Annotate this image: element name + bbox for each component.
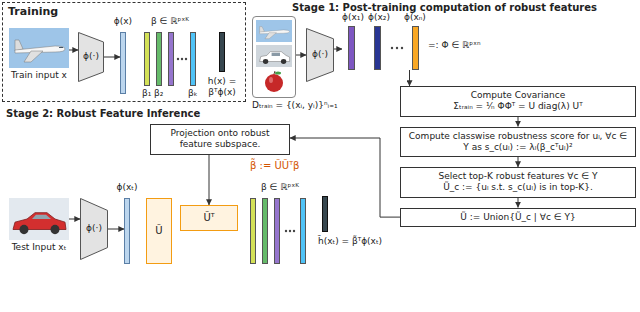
encoder-label: ϕ(·): [312, 49, 328, 60]
process-box: Ũ := Union{Ũ_c | ∀c ∈ Y}: [400, 208, 636, 227]
feature-vector: [120, 32, 126, 94]
column-label: βₖ: [188, 88, 198, 99]
process-box: Projection onto robust feature subspace.: [150, 124, 290, 155]
basis-label: Ũᵀ: [203, 212, 214, 225]
column-label: ϕ(xₙ): [404, 12, 426, 23]
out-node: h(x) = βᵀϕ(x): [202, 16, 242, 100]
matrix-label: β ∈ ℝᵖˣᴷ: [248, 182, 312, 193]
box-text: Compute classwise robustness score for u…: [406, 131, 630, 154]
arrow-connector: [518, 157, 519, 167]
matrix-column: [262, 198, 268, 264]
box-text: Σₜᵣₐᵢₙ = ¹⁄ₙ ΦΦᵀ = U diag(λ) Uᵀ: [406, 101, 630, 112]
matrix-column: [412, 26, 419, 70]
plane-photo: [256, 20, 292, 42]
arrow-connector: [334, 49, 342, 50]
image-frame: [9, 28, 69, 68]
pic-node: Dₜᵣₐᵢₙ = {(xᵢ, yᵢ)}ⁿᵢ₌₁: [252, 16, 352, 114]
column-label: ϕ(x₂): [368, 12, 390, 23]
arrow-connector: [518, 198, 519, 208]
arrow-connector: [104, 57, 120, 58]
image-caption: Test Input xₜ: [6, 242, 72, 253]
output-label: h̃(xₜ) = β̃ᵀϕ(xₜ): [318, 236, 418, 247]
arrow-connector: [290, 138, 400, 217]
feature-vector: [124, 198, 130, 264]
mat-node: β ∈ ℝᵖˣᴷ: [248, 182, 312, 266]
matrix-column: [374, 26, 381, 70]
process-box: Compute classwise robustness score for u…: [400, 127, 636, 158]
block-node: Ũ: [146, 198, 172, 264]
output-vector: [219, 32, 225, 72]
arrow-connector: [296, 55, 306, 56]
process-box: Compute CovarianceΣₜᵣₐᵢₙ = ¹⁄ₙ ΦΦᵀ = U d…: [400, 86, 636, 117]
apple-photo: [256, 70, 292, 94]
arrow-connector: [69, 50, 78, 51]
arrow-connector: [518, 117, 519, 127]
encoder-label: ϕ(·): [83, 51, 99, 62]
vector-label: ϕ(xₜ): [112, 182, 142, 193]
arrow-connector: [209, 155, 210, 206]
arrow-connector: [69, 219, 80, 220]
mat-node: β ∈ ℝᵖˣᴷ β₁β₂ βₖ: [142, 16, 198, 100]
matrix-column: [190, 32, 196, 86]
matrix-column: [348, 26, 355, 70]
red-car-photo: [9, 198, 69, 240]
image-stack-frame: [252, 16, 296, 98]
box-text: Ũ_c := {uₗ s.t. s_c(uₗ) is in top-K}.: [406, 182, 630, 193]
frame-title: Training: [8, 5, 58, 19]
box-text: Ũ := Union{Ũ_c | ∀c ∈ Y}: [406, 212, 630, 223]
trap-node: ϕ(·): [306, 28, 334, 82]
vector-label: ϕ(x): [108, 16, 138, 27]
box-text: Select top-K robust features ∀c ∈ Y: [406, 171, 630, 182]
stage-title: Stage 2: Robust Feature Inference: [6, 108, 200, 121]
arrow-connector: [409, 70, 410, 86]
pic-node: Test Input xₜ: [6, 198, 72, 258]
matrix-column: [144, 32, 150, 86]
column-label: β₂: [154, 88, 163, 99]
vec-node: ϕ(xₜ): [112, 182, 142, 266]
matrix-column: [168, 32, 174, 86]
matrix-column: [250, 198, 256, 264]
matrix-column: [274, 198, 280, 264]
box-text: Projection onto robust feature subspace.: [156, 128, 284, 151]
process-box: Select top-K robust features ∀c ∈ YŨ_c :…: [400, 167, 636, 198]
car-photo: [256, 45, 292, 67]
image-frame: [9, 198, 69, 240]
column-label: β₁: [142, 88, 151, 99]
output-vector: [322, 196, 328, 232]
trap-node: ϕ(·): [80, 198, 108, 260]
column-label: =: Φ ∈ ℝᵖˣⁿ: [428, 40, 481, 51]
vec-node: ϕ(x): [108, 16, 138, 96]
matrix-column: [156, 32, 162, 86]
block-node: Ũᵀ: [180, 205, 238, 231]
pic-node: Train input x: [4, 28, 74, 84]
column-label: ϕ(x₁): [342, 12, 364, 23]
out-node: h̃(xₜ) = β̃ᵀϕ(xₜ): [318, 196, 418, 256]
stage-title: Stage 1: Post-training computation of ro…: [292, 2, 597, 15]
frame-node: TrainingTrain input xϕ(·)ϕ(x)β ∈ ℝᵖˣᴷβ₁β…: [2, 2, 246, 102]
matrix-column: [300, 198, 306, 264]
output-label: h(x) = βᵀϕ(x): [202, 76, 242, 99]
basis-label: Ũ: [155, 225, 162, 238]
image-caption: Train input x: [4, 70, 74, 81]
plane-photo: [9, 28, 69, 68]
arrow-connector: [108, 229, 124, 230]
encoder-label: ϕ(·): [86, 223, 102, 234]
matrix-label: β ∈ ℝᵖˣᴷ: [142, 16, 198, 27]
image-caption: Dₜᵣₐᵢₙ = {(xᵢ, yᵢ)}ⁿᵢ₌₁: [252, 100, 352, 111]
formula-label: β̃ := ŨŨᵀβ: [250, 160, 299, 173]
box-text: Compute Covariance: [406, 90, 630, 101]
mat-node: ϕ(x₁) ϕ(x₂) ϕ(xₙ) =: Φ ∈ ℝᵖˣⁿ: [342, 12, 502, 76]
trap-node: ϕ(·): [78, 32, 104, 82]
